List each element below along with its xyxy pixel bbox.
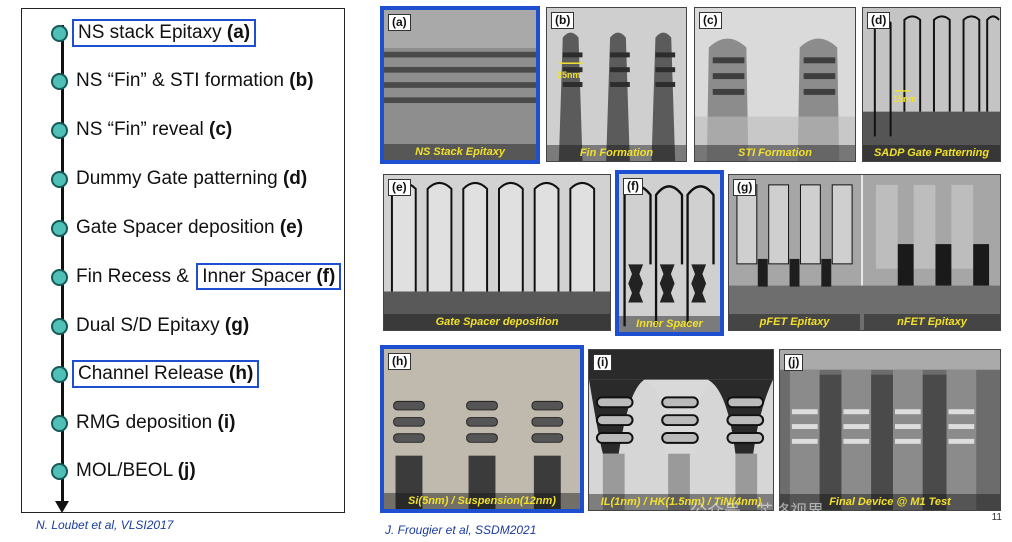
step-label: Gate Spacer deposition (e) [76, 217, 304, 238]
scale-bar-label: 25nm [557, 70, 581, 80]
tile-caption: IL(1nm) / HK(1.5nm) / TiN(4nm) [589, 494, 773, 510]
tem-image-g: (g) pFET Epitaxy nFET Epitaxy [728, 174, 1001, 331]
tile-caption: Final Device @ M1 Test [780, 494, 1000, 510]
tile-label: (f) [623, 178, 643, 195]
tile-caption-pfet: pFET Epitaxy [729, 314, 860, 330]
tile-label: (i) [593, 354, 613, 371]
timeline-arrow-icon [55, 501, 69, 513]
step-dual-sd-epitaxy: Dual S/D Epitaxy (g) [51, 311, 249, 341]
step-node-icon [51, 414, 68, 432]
tile-caption: NS Stack Epitaxy [384, 144, 536, 160]
tile-caption: SADP Gate Patterning [863, 145, 1000, 161]
step-node-icon [51, 268, 68, 286]
step-fin-recess-inner-spacer: Fin Recess & Inner Spacer (f) [51, 262, 342, 292]
tile-label: (c) [699, 12, 722, 29]
channel-release-graphic [384, 349, 580, 509]
step-label: NS “Fin” reveal (c) [76, 119, 233, 140]
step-node-icon [51, 219, 68, 237]
tem-image-c: (c) STI Formation [694, 7, 856, 162]
sadp-gate-graphic [863, 8, 1000, 161]
tem-image-d: (d) 15nm SADP Gate Patterning [862, 7, 1001, 162]
step-node-icon [51, 317, 68, 335]
tile-label: (e) [388, 179, 411, 196]
inner-spacer-graphic [619, 174, 720, 332]
step-node-icon [51, 365, 68, 383]
step-label: Dual S/D Epitaxy (g) [76, 315, 250, 336]
step-label: NS “Fin” & STI formation (b) [76, 70, 314, 91]
tile-label: (a) [388, 14, 411, 31]
step-label: MOL/BEOL (j) [76, 460, 196, 481]
page-number: 11 [991, 512, 1002, 523]
tem-image-h: (h) Si(5nm) / Suspension(12nm) [380, 345, 584, 513]
sti-formation-graphic [695, 8, 855, 161]
step-fin-reveal: NS “Fin” reveal (c) [51, 115, 232, 145]
step-fin-sti-formation: NS “Fin” & STI formation (b) [51, 66, 314, 96]
tem-image-a: (a) NS Stack Epitaxy [380, 6, 540, 164]
dual-sd-epitaxy-graphic [729, 175, 1000, 330]
tile-caption: STI Formation [695, 145, 855, 161]
tem-image-f: (f) Inner Spacer [615, 170, 724, 336]
step-channel-release: Channel Release (h) [51, 359, 260, 389]
ns-stack-layers-graphic [384, 10, 536, 160]
step-rmg-deposition: RMG deposition (i) [51, 408, 235, 438]
step-dummy-gate-patterning: Dummy Gate patterning (d) [51, 164, 307, 194]
step-label: Channel Release (h) [72, 360, 260, 388]
tem-image-e: (e) Gate Spacer deposition [383, 174, 611, 331]
inner-spacer-highlight: Inner Spacer (f) [196, 263, 342, 290]
tem-image-b: (b) 25nm Fin Formation [546, 7, 687, 162]
tile-caption-nfet: nFET Epitaxy [864, 314, 1000, 330]
step-label: NS stack Epitaxy (a) [72, 19, 257, 47]
tile-label: (d) [867, 12, 891, 29]
step-label: Dummy Gate patterning (d) [76, 168, 308, 189]
scale-bar-label: 15nm [893, 94, 917, 104]
step-node-icon [51, 462, 68, 480]
step-node-icon [51, 24, 68, 42]
step-node-icon [51, 121, 68, 139]
gate-spacer-graphic [384, 175, 610, 330]
tem-image-j: (j) Final Device @ M1 Test [779, 349, 1001, 511]
step-ns-stack-epitaxy: NS stack Epitaxy (a) [51, 18, 257, 48]
rmg-deposition-graphic [589, 350, 773, 510]
step-gate-spacer-deposition: Gate Spacer deposition (e) [51, 213, 303, 243]
citation-loubet: N. Loubet et al, VLSI2017 [36, 518, 174, 532]
tile-caption: Gate Spacer deposition [384, 314, 610, 330]
tile-label: (j) [784, 354, 804, 371]
citation-frougier: J. Frougier et al, SSDM2021 [385, 523, 537, 537]
final-device-graphic [780, 350, 1000, 510]
tem-image-i: (i) IL(1nm) / HK(1.5nm) / TiN(4nm) [588, 349, 774, 511]
tile-label: (b) [551, 12, 575, 29]
tile-label: (g) [733, 179, 757, 196]
process-flow-panel: NS stack Epitaxy (a) NS “Fin” & STI form… [21, 8, 345, 513]
step-mol-beol: MOL/BEOL (j) [51, 456, 196, 486]
tile-caption: Si(5nm) / Suspension(12nm) [384, 493, 580, 509]
tile-caption: Fin Formation [547, 145, 686, 161]
timeline-axis [61, 25, 64, 503]
tile-label: (h) [388, 353, 412, 370]
step-label: RMG deposition (i) [76, 412, 236, 433]
step-label: Fin Recess & Inner Spacer (f) [76, 263, 342, 290]
fin-formation-graphic [547, 8, 686, 161]
step-node-icon [51, 72, 68, 90]
step-node-icon [51, 170, 68, 188]
watermark-text: 公众号 · 芯终视界 [690, 502, 825, 521]
tile-caption: Inner Spacer [619, 316, 720, 332]
